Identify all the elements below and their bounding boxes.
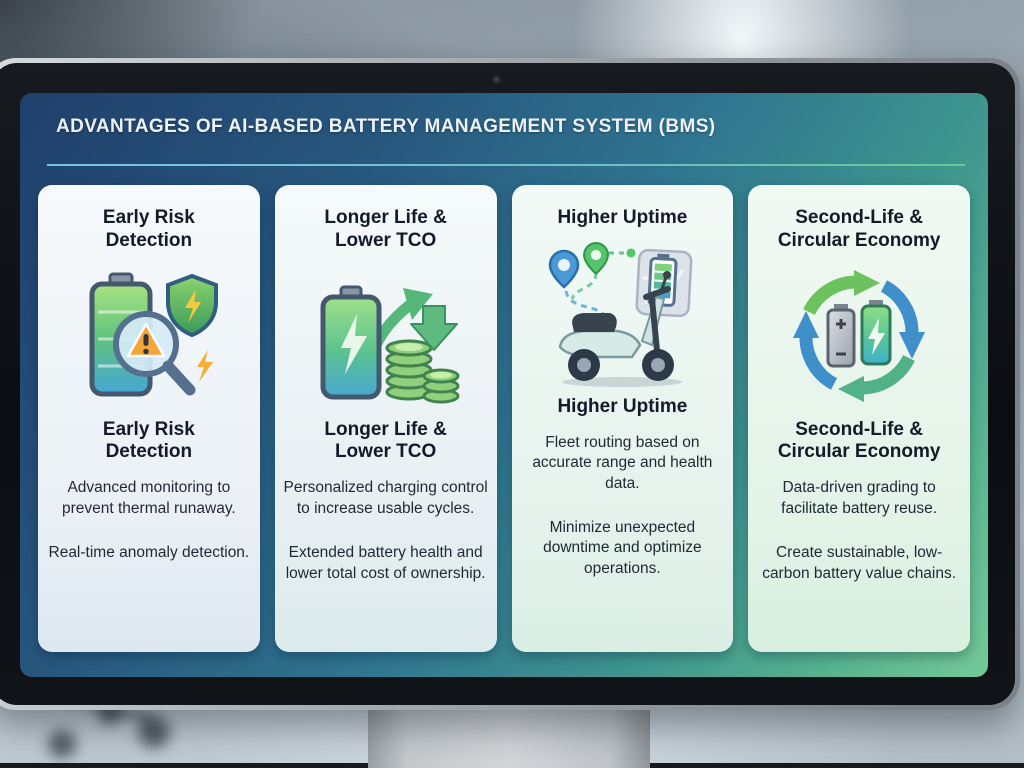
monitor-bezel: ADVANTAGES OF AI-BASED BATTERY MANAGEMEN… [0, 63, 1015, 705]
screen: ADVANTAGES OF AI-BASED BATTERY MANAGEMEN… [20, 93, 988, 677]
card-paragraph: Minimize unexpected downtime and optimiz… [543, 518, 702, 577]
card-title-repeat: Early Risk Detection [102, 418, 195, 463]
card-paragraph: Create sustainable, low-carbon battery v… [762, 544, 957, 582]
card-higher-uptime: Higher Uptime [511, 185, 734, 652]
card-longer-life-lower-tco: Longer Life & Lower TCO [274, 185, 497, 652]
card-paragraph: Advanced monitoring to prevent thermal r… [62, 479, 236, 517]
cards-row: Early Risk Detection [38, 185, 970, 652]
webcam-icon [493, 76, 500, 83]
scooter-route-map-battery-icon [542, 238, 702, 390]
card-title: Second-Life & Circular Economy [777, 207, 941, 251]
card-paragraph: Data-driven grading to facilitate batter… [781, 479, 938, 517]
monitor-stand [368, 704, 650, 768]
battery-magnifier-warning-shield-icon [74, 261, 224, 413]
card-paragraph: Personalized charging control to increas… [283, 479, 488, 517]
battery-growth-arrow-coins-icon [311, 261, 461, 413]
card-early-risk-detection: Early Risk Detection [38, 185, 260, 652]
card-title: Early Risk Detection [102, 207, 195, 251]
card-title-repeat: Higher Uptime [557, 395, 688, 417]
card-title: Higher Uptime [557, 207, 688, 228]
card-title-repeat: Second-Life & Circular Economy [777, 418, 941, 463]
monitor: ADVANTAGES OF AI-BASED BATTERY MANAGEMEN… [0, 58, 1020, 710]
card-title-repeat: Longer Life & Lower TCO [324, 418, 447, 463]
blurred-chair-wheel [138, 716, 170, 748]
card-paragraph: Extended battery health and lower total … [285, 544, 486, 582]
card-paragraph: Real-time anomaly detection. [48, 544, 250, 562]
blurred-chair-wheel [48, 730, 76, 758]
title-underline [47, 164, 965, 166]
card-paragraph: Fleet routing based on accurate range an… [532, 433, 713, 492]
circular-arrows-batteries-icon [784, 261, 934, 413]
card-title: Longer Life & Lower TCO [324, 207, 447, 251]
page-title: ADVANTAGES OF AI-BASED BATTERY MANAGEMEN… [56, 116, 716, 137]
card-second-life-circular-economy: Second-Life & Circular Economy [748, 185, 970, 652]
